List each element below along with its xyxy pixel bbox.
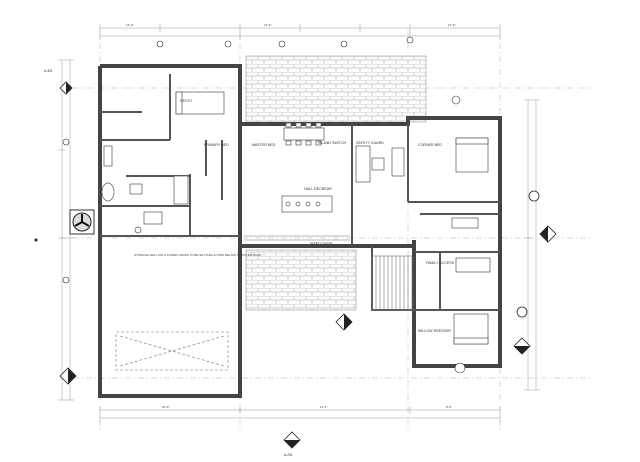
label-willow-dresser: WILLOW DRESSER (418, 329, 451, 333)
rear-patio (245, 55, 427, 123)
tag-a201: A-201 (284, 453, 293, 457)
label-corner-bed: CORNER BED (418, 143, 442, 147)
stairs (371, 255, 413, 311)
front-patio (245, 249, 357, 311)
dim-label: 13'-6" (264, 23, 272, 27)
label-safety-guard-2: SAFETY GUARD (360, 245, 384, 249)
label-safety-guard: SAFETY GUARD (356, 141, 384, 145)
dim-label: 14'-0" (448, 23, 456, 27)
label-garage-note: STORAGE WALL WITH LOWER GRATE TO BE SETT… (134, 253, 261, 257)
dim-label: 12'-0" (126, 23, 134, 27)
kitchen-counter (244, 235, 350, 241)
bath-fixtures (101, 145, 491, 273)
label-safety-glass: SAFETY GLASS (310, 241, 332, 245)
fan-icon (69, 209, 95, 235)
section-markers (34, 36, 557, 449)
beds (175, 91, 489, 345)
label-living: HALL-RECREAR (304, 187, 332, 191)
dim-label: 8'-0" (446, 405, 452, 409)
label-family-access: FAMILY ACCESS (426, 261, 455, 265)
tag-a301: A-301 (44, 69, 53, 73)
dining-table (283, 122, 325, 146)
label-decky: DECKY (180, 99, 193, 103)
dim-label: 11'-4" (320, 405, 327, 409)
label-island: ISLAND SWITCH (318, 141, 347, 145)
dimension-lines (58, 24, 540, 422)
sofa (355, 145, 405, 183)
label-master-bed: MASTER BED (252, 143, 276, 147)
bed-primary (175, 91, 225, 115)
garage-door (115, 331, 229, 371)
dim-label: 10'-6" (162, 405, 170, 409)
label-primary-bed: PRIMARY BED (204, 143, 229, 147)
kitchen-island (281, 195, 333, 213)
